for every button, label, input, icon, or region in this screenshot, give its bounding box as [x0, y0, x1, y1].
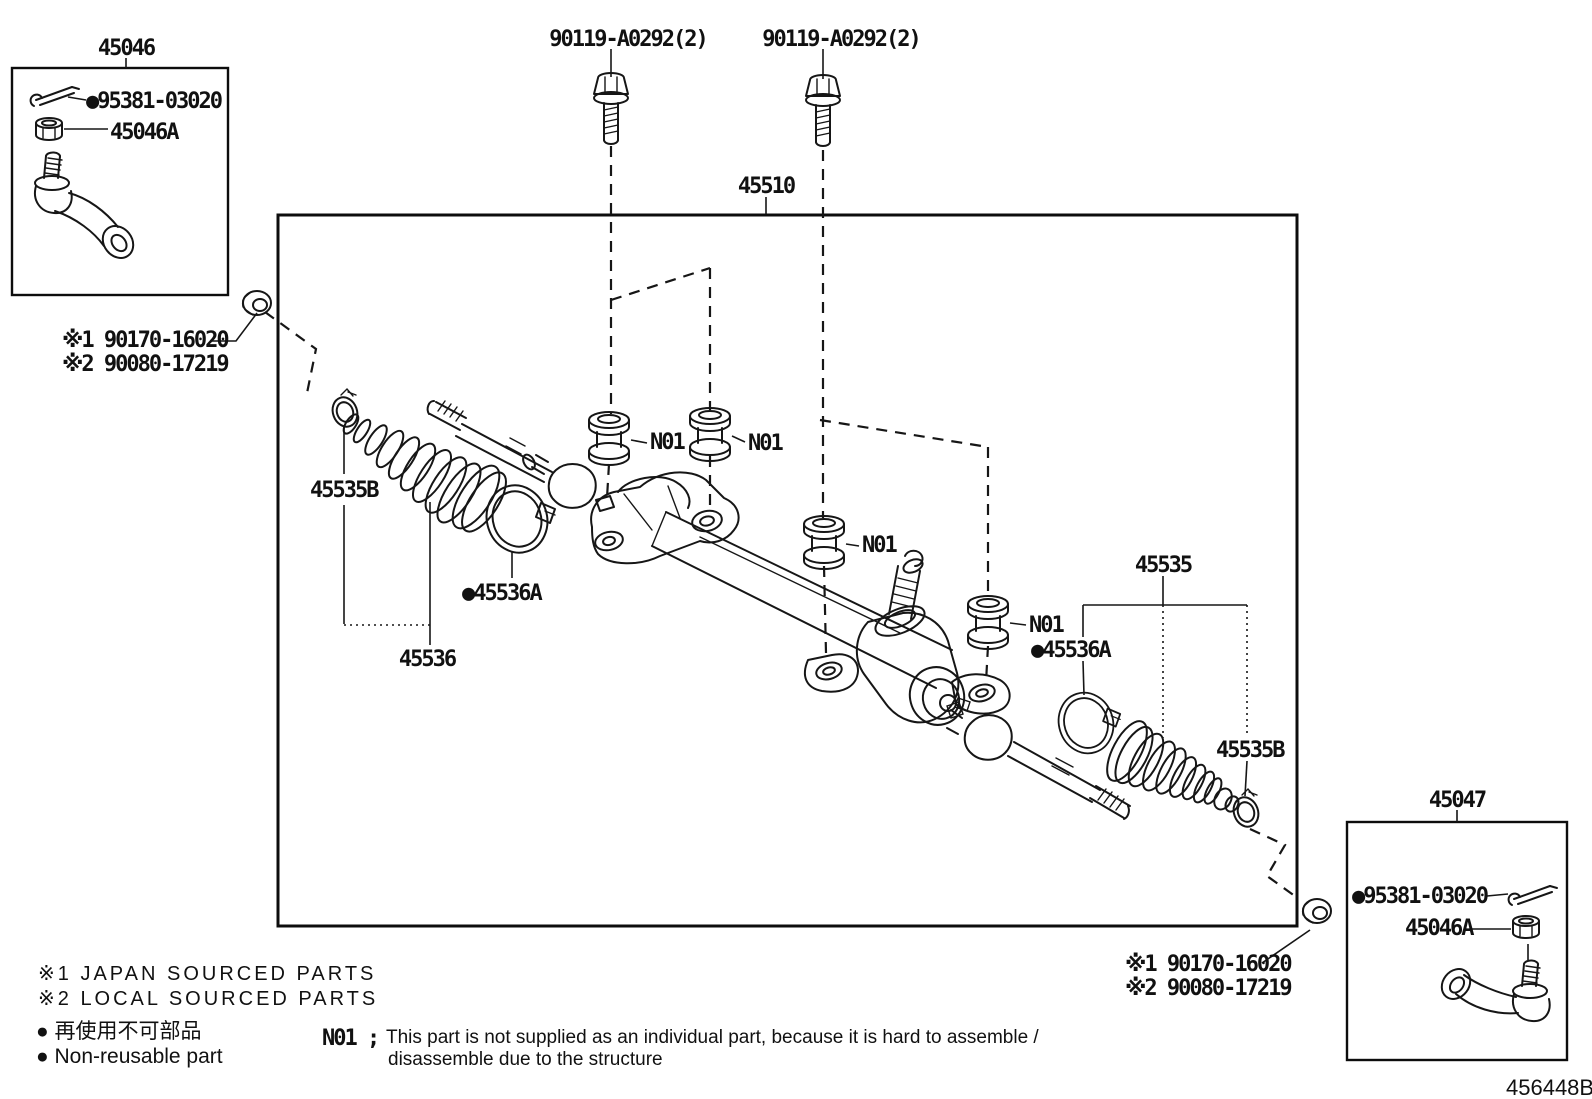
lock-nut-bottom-callout: [1261, 898, 1332, 964]
hex-nut-icon: [1301, 898, 1332, 924]
legend-japan-sourced: ※1 JAPAN SOURCED PARTS: [38, 963, 376, 985]
tie-rod-end-right-inset: [1440, 810, 1558, 1023]
cotter-pin-icon: [1507, 885, 1558, 906]
tie-rod-end-right-drawing: [1440, 959, 1551, 1023]
mount-bushing-2: [689, 407, 731, 462]
flange-bolt-icon: [593, 72, 629, 145]
lock-nut-icon: [1512, 915, 1540, 939]
inset-box-45046: [10, 66, 230, 297]
label-45536A-right: ●45536A: [1031, 638, 1111, 663]
legend-nonreusable-en: ● Non-reusable part: [36, 1045, 223, 1068]
cotter-pin-icon: [29, 86, 81, 107]
label-bolt-left: 90119-A0292(2): [549, 27, 706, 52]
mount-bushing-4: [967, 595, 1009, 650]
label-45047: 45047: [1429, 788, 1486, 813]
tie-rod-end-left-inset: [29, 58, 135, 259]
label-45535B-left: 45535B: [310, 478, 379, 503]
mount-bolt-right: [805, 49, 841, 147]
inset-box-45047: [1345, 820, 1569, 1062]
label-lock-nut-bottom-1: ※1 90170-16020: [1125, 952, 1291, 977]
label-45510: 45510: [738, 174, 795, 199]
label-45535B-right: 45535B: [1216, 738, 1285, 763]
boot-clamp-big-right: [1049, 684, 1123, 762]
boot-right-drawing: [1106, 720, 1240, 813]
note-key: N01 ;: [322, 1026, 378, 1051]
steering-gear-housing-drawing: [426, 400, 1131, 820]
tie-rod-end-left-drawing: [34, 151, 135, 259]
label-lock-nut-top-2: ※2 90080-17219: [62, 352, 228, 377]
left-boot-assembly: [327, 388, 558, 645]
label-95381-03020-right: ●95381-03020: [1352, 884, 1488, 909]
drawing-code: 456448B: [1506, 1075, 1592, 1099]
label-n01-1: N01: [650, 430, 685, 455]
mount-bushing-1: [588, 411, 630, 466]
main-assembly-box: [276, 213, 1299, 928]
label-n01-4: N01: [1029, 613, 1064, 638]
note-line2: disassemble due to the structure: [388, 1049, 663, 1070]
label-45536A-left: ●45536A: [462, 581, 542, 606]
label-n01-2: N01: [748, 431, 783, 456]
lock-nut-icon: [35, 117, 63, 141]
right-boot-assembly: [1049, 576, 1300, 900]
mount-bolt-left: [593, 49, 629, 145]
label-45046A-right: 45046A: [1405, 916, 1474, 941]
label-lock-nut-bottom-2: ※2 90080-17219: [1125, 976, 1291, 1001]
mount-bushing-3: [803, 515, 845, 570]
label-45536: 45536: [399, 647, 457, 672]
lock-nut-top-callout: [210, 290, 318, 399]
note-line1: This part is not supplied as an individu…: [386, 1027, 1039, 1048]
boot-left-drawing: [342, 413, 507, 533]
boot-clamp-small-right: [1228, 788, 1264, 832]
label-bolt-right: 90119-A0292(2): [762, 27, 919, 52]
label-lock-nut-top-1: ※1 90170-16020: [62, 328, 228, 353]
flange-bolt-icon: [805, 74, 841, 147]
legend-local-sourced: ※2 LOCAL SOURCED PARTS: [38, 988, 378, 1010]
label-45046A-left: 45046A: [110, 120, 179, 145]
hex-nut-icon: [241, 290, 272, 316]
label-95381-03020-left: ●95381-03020: [86, 89, 222, 114]
label-n01-3: N01: [862, 533, 897, 558]
label-45535: 45535: [1135, 553, 1192, 578]
bolt-projection-lines: [605, 146, 990, 683]
legend-nonreusable-jp: ● 再使用不可部品: [36, 1020, 202, 1043]
label-45046: 45046: [98, 36, 156, 61]
